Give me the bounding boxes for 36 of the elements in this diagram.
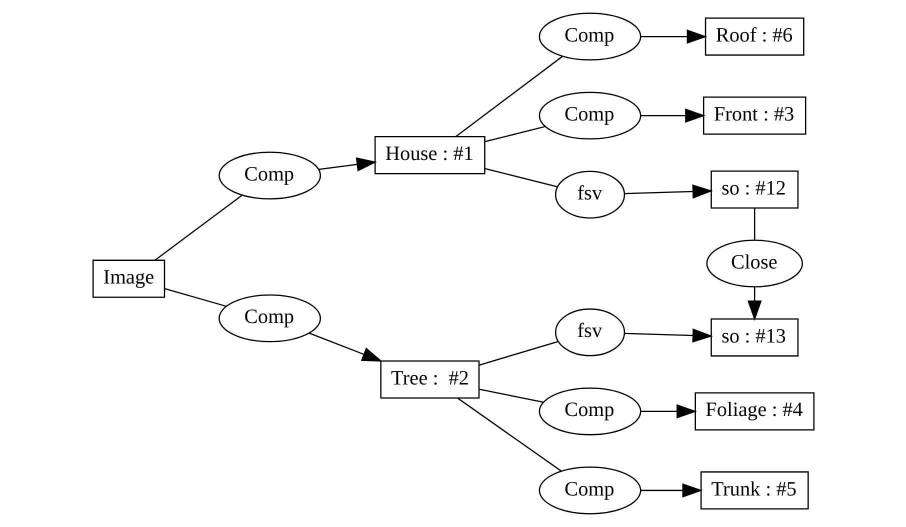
node-box: Roof : #6 [704,17,804,56]
node-ellipse: Close [706,240,802,288]
node-box: Front : #3 [702,96,806,135]
connector [478,340,558,366]
node-ellipse: fsv [554,170,625,219]
connector [484,168,557,188]
node-box: so : #13 [710,318,798,357]
connector [154,195,242,261]
node-ellipse: Comp [538,387,641,436]
connector [456,398,562,472]
connector [478,388,543,403]
connector [484,126,545,142]
connector [753,208,755,240]
node-box: Image [92,260,165,298]
node-ellipse: fsv [554,308,625,356]
arrow [308,332,382,362]
arrow [624,184,712,199]
connector [454,56,562,138]
node-ellipse: Comp [218,152,321,200]
node-ellipse: Comp [218,294,321,342]
node-box: House : #1 [374,136,485,174]
arrow [318,157,376,172]
node-ellipse: Comp [538,466,641,514]
arrow [640,483,702,498]
arrow [746,287,762,321]
node-ellipse: Comp [538,92,641,140]
node-ellipse: Comp [538,12,641,60]
connector [164,288,226,307]
arrow [640,108,706,123]
node-box: Tree : #2 [380,360,480,399]
node-box: Trunk : #5 [700,471,808,510]
node-box: Foliage : #4 [694,392,814,431]
arrow [640,29,707,44]
node-box: so : #12 [710,170,798,209]
arrow [624,328,712,343]
arrow [640,404,696,419]
